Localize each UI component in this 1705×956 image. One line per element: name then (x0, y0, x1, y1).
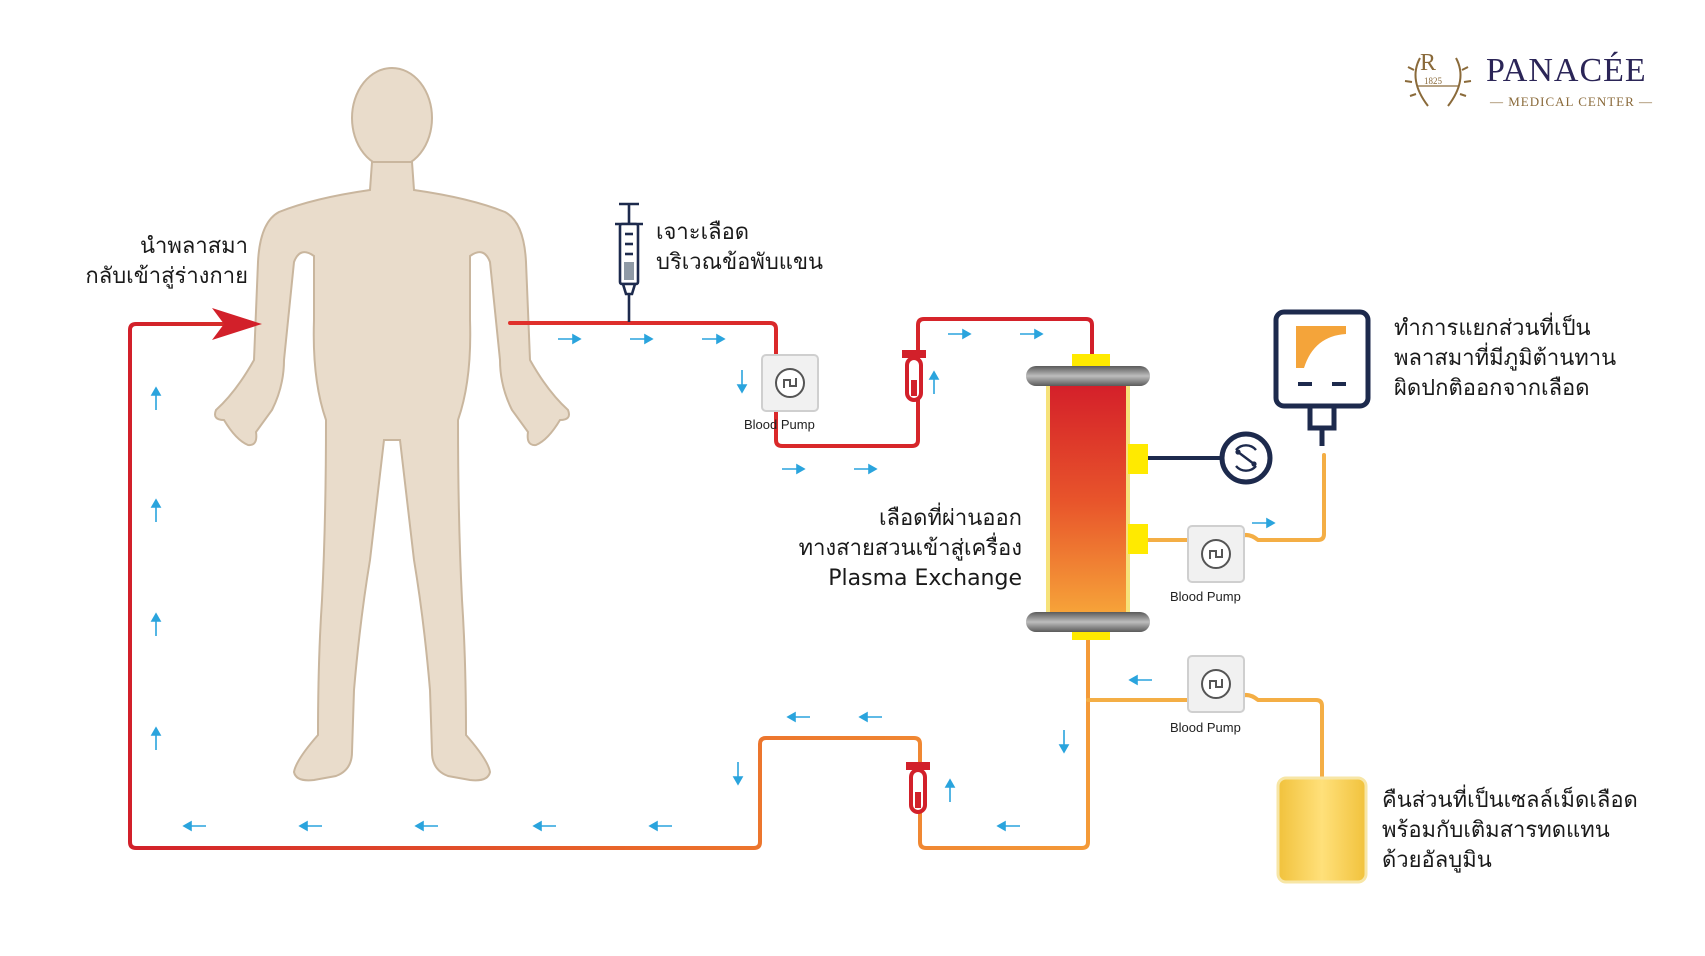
pump1-label: Blood Pump (744, 417, 815, 432)
flow-arrow-icon (1128, 674, 1152, 686)
flow-arrow-icon (948, 328, 972, 340)
plasma-filter-icon (1026, 354, 1150, 640)
human-body-icon (214, 67, 570, 782)
flow-arrow-icon (532, 820, 556, 832)
label-blood-out-line1: เลือดที่ผ่านออก (878, 506, 1022, 531)
flow-arrow-icon (928, 370, 940, 394)
flow-arrow-icon (996, 820, 1020, 832)
label-blood-out-line3: Plasma Exchange (828, 566, 1022, 591)
flow-arrow-icon (702, 333, 726, 345)
flow-arrow-icon (1058, 730, 1070, 754)
pump2-label: Blood Pump (1170, 589, 1241, 604)
label-separate-plasma-line2: พลาสมาที่มีภูมิต้านทาน (1394, 346, 1617, 371)
plasma-waste-container-icon (1273, 309, 1371, 446)
blood-pump-icon (1187, 655, 1245, 713)
flow-arrow-icon (736, 370, 748, 394)
outflow-line-top (508, 317, 1094, 448)
label-return-cells-line3: ด้วยอัลบูมิน (1382, 848, 1492, 873)
logo-brand: PANACÉE (1486, 52, 1647, 89)
pump3-label: Blood Pump (1170, 720, 1241, 735)
flow-arrow-icon (630, 333, 654, 345)
blood-pump-icon (761, 354, 819, 412)
flow-arrow-icon (858, 711, 882, 723)
flow-arrow-icon (944, 778, 956, 802)
flow-arrow-icon (732, 762, 744, 786)
label-return-plasma-line1: นำพลาสมา (139, 234, 248, 259)
label-blood-out: เลือดที่ผ่านออก ทางสายสวนเข้าสู่เครื่อง … (799, 504, 1022, 594)
drip-chamber-icon (906, 762, 930, 814)
blood-pump-icon (1187, 525, 1245, 583)
flow-arrow-icon (182, 820, 206, 832)
flow-arrow-icon (150, 386, 162, 410)
logo-laurel-icon (1404, 57, 1472, 107)
label-blood-out-line2: ทางสายสวนเข้าสู่เครื่อง (798, 536, 1022, 561)
logo-monogram: R (1420, 50, 1437, 76)
label-return-cells: คืนส่วนที่เป็นเซลล์เม็ดเลือด พร้อมกับเติ… (1382, 786, 1638, 876)
syringe-icon (615, 202, 643, 322)
flow-arrow-icon (1020, 328, 1044, 340)
flow-arrow-icon (150, 498, 162, 522)
label-return-plasma-line2: กลับเข้าสู่ร่างกาย (85, 264, 248, 289)
label-separate-plasma-line1: ทำการแยกส่วนที่เป็น (1394, 316, 1591, 341)
flow-arrow-icon (414, 820, 438, 832)
flow-arrow-icon (786, 711, 810, 723)
return-line-left (128, 322, 1090, 850)
label-return-cells-line2: พร้อมกับเติมสารทดแทน (1382, 818, 1610, 843)
flow-arrow-icon (150, 726, 162, 750)
label-return-plasma: นำพลาสมา กลับเข้าสู่ร่างกาย (85, 232, 248, 292)
flow-arrow-icon (558, 333, 582, 345)
flow-arrow-icon (298, 820, 322, 832)
flow-arrow-icon (1252, 517, 1276, 529)
albumin-bag-icon (1276, 776, 1368, 884)
logo-year: 1825 (1424, 76, 1442, 86)
pressure-monitor-icon (1219, 431, 1273, 485)
flow-arrow-icon (782, 463, 806, 475)
label-draw-blood-line1: เจาะเลือด (656, 220, 750, 245)
drip-chamber-icon (902, 350, 926, 402)
label-draw-blood-line2: บริเวณข้อพับแขน (656, 250, 824, 275)
label-separate-plasma-line3: ผิดปกติออกจากเลือด (1394, 376, 1590, 401)
flow-arrow-icon (648, 820, 672, 832)
flow-arrow-icon (150, 612, 162, 636)
logo-subtitle: — MEDICAL CENTER — (1490, 94, 1654, 109)
flow-arrow-icon (854, 463, 878, 475)
flow-arrows (150, 328, 1276, 832)
label-return-cells-line1: คืนส่วนที่เป็นเซลล์เม็ดเลือด (1382, 788, 1638, 813)
label-separate-plasma: ทำการแยกส่วนที่เป็น พลาสมาที่มีภูมิต้านท… (1394, 314, 1616, 404)
label-draw-blood: เจาะเลือด บริเวณข้อพับแขน (656, 218, 823, 278)
return-arrow-head (212, 308, 262, 340)
